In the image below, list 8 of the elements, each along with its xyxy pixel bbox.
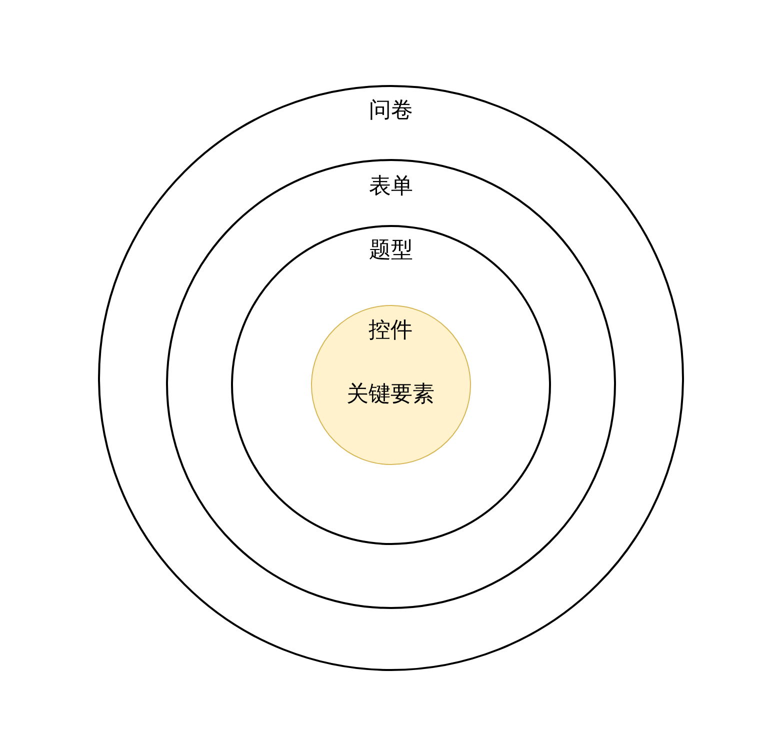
center-text: 关键要素	[346, 382, 434, 408]
circle	[231, 225, 551, 545]
circle-label: 表单	[369, 174, 413, 200]
circle-label: 控件	[368, 318, 412, 344]
circle-label: 问卷	[369, 98, 413, 124]
circle	[166, 159, 616, 609]
circle-label: 题型	[369, 238, 413, 264]
circle	[98, 85, 684, 671]
